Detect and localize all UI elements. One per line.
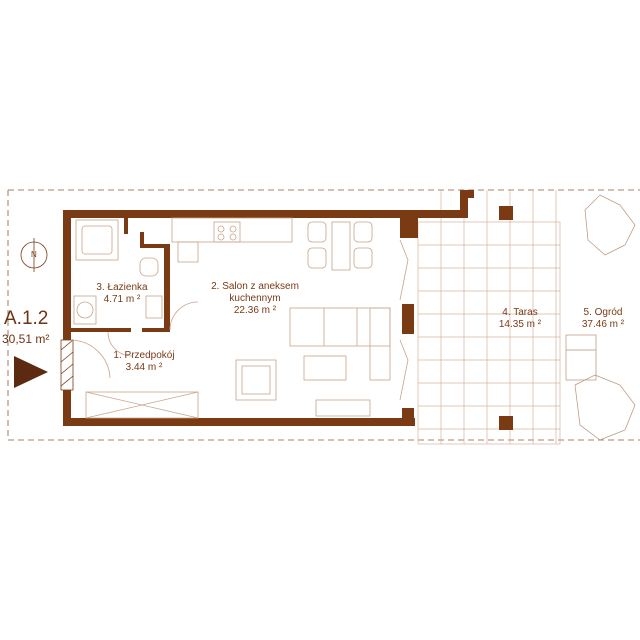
room-name: 2. Salon z aneksem bbox=[211, 281, 299, 292]
terrace-posts bbox=[499, 206, 513, 430]
furniture bbox=[73, 217, 409, 419]
unit-area: 30,51 m² bbox=[2, 332, 50, 346]
plot-boundary bbox=[7, 189, 640, 441]
room-label-lazienka: 3. Łazienka 4.71 m ² bbox=[82, 282, 162, 306]
unit-code: A.1.2 bbox=[4, 308, 49, 329]
entrance-arrow-icon bbox=[14, 356, 48, 388]
garden-trees bbox=[565, 194, 636, 441]
walls bbox=[63, 190, 474, 426]
room-name: 3. Łazienka bbox=[96, 282, 148, 293]
room-label-taras: 4. Taras 14.35 m ² bbox=[485, 307, 555, 331]
room-area: 4.71 m ² bbox=[103, 294, 141, 305]
room-area: 14.35 m ² bbox=[498, 319, 542, 330]
room-area: 37.46 m ² bbox=[581, 319, 625, 330]
compass-icon bbox=[20, 238, 48, 272]
room-label-salon: 2. Salon z aneksem kuchennym 22.36 m ² bbox=[200, 281, 310, 317]
terrace-grid bbox=[417, 190, 561, 445]
room-name: 5. Ogród bbox=[583, 307, 623, 318]
room-area: 22.36 m ² bbox=[233, 305, 277, 316]
room-name: 1. Przedpokój bbox=[113, 350, 175, 361]
compass-letter: N bbox=[31, 250, 37, 259]
room-label-ogrod: 5. Ogród 37.46 m ² bbox=[568, 307, 638, 331]
entrance-door bbox=[60, 339, 111, 391]
room-name-line2: kuchennym bbox=[229, 293, 281, 304]
room-label-przedpokoj: 1. Przedpokój 3.44 m ² bbox=[104, 350, 184, 374]
room-name: 4. Taras bbox=[502, 307, 538, 318]
room-area: 3.44 m ² bbox=[125, 362, 163, 373]
